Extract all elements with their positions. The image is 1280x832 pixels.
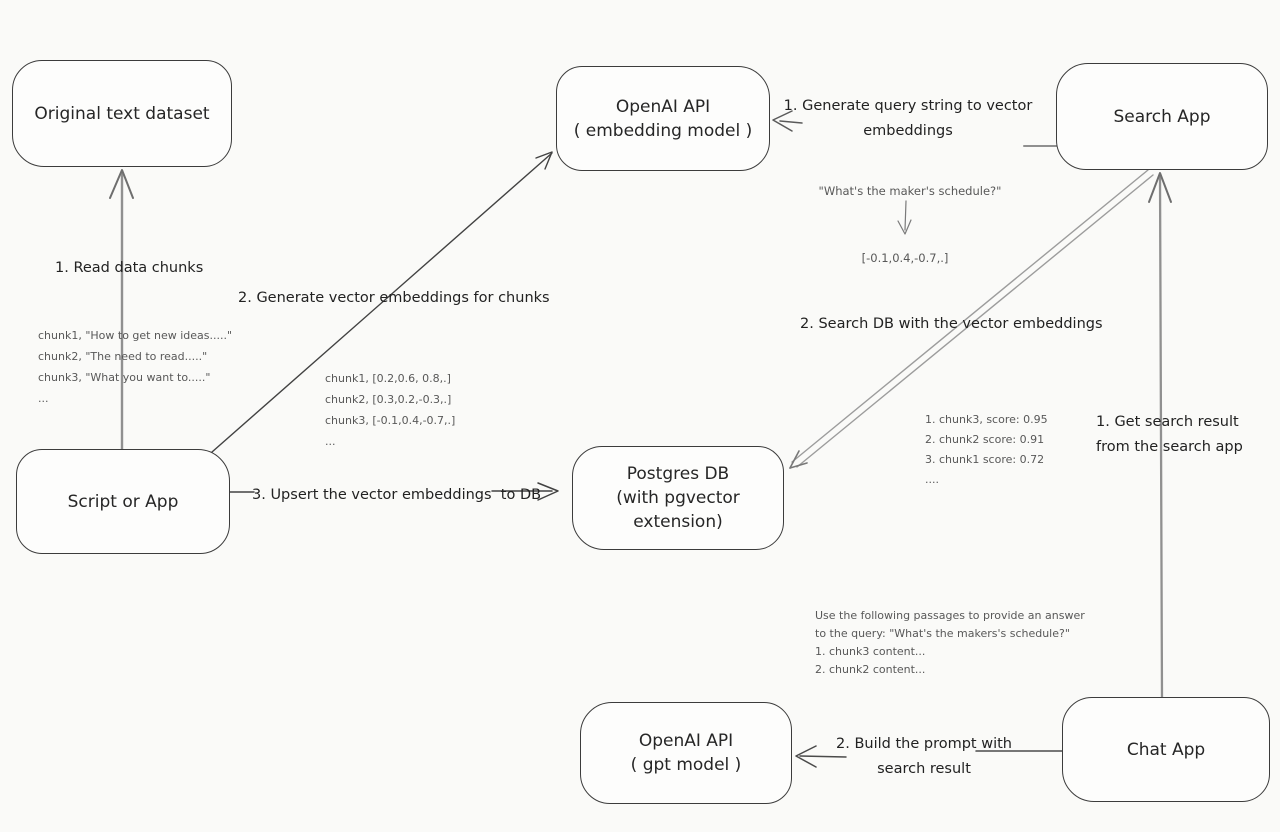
node-search-app: Search App bbox=[1056, 63, 1268, 170]
label-upsert-db: 3. Upsert the vector embeddings to DB bbox=[252, 487, 542, 503]
label-line: 1. Generate query string to vector bbox=[783, 98, 1033, 114]
label-line: search result bbox=[877, 761, 971, 777]
arrow-build-prompt bbox=[795, 745, 1064, 768]
label-line: 2. Build the prompt with bbox=[836, 736, 1012, 752]
label-line: 1. Get search result bbox=[1096, 414, 1239, 430]
node-label: Original text dataset bbox=[34, 103, 210, 124]
node-postgres-db: Postgres DB (with pgvector extension) bbox=[572, 446, 784, 550]
node-label: Postgres DB bbox=[626, 464, 730, 484]
arrow-generate-embeddings bbox=[211, 151, 553, 453]
node-sublabel: (with pgvector extension) bbox=[616, 488, 740, 532]
node-openai-gpt: OpenAI API ( gpt model ) bbox=[580, 702, 792, 804]
label-search-db: 2. Search DB with the vector embeddings bbox=[800, 316, 1103, 332]
arrow-upsert-db bbox=[228, 482, 559, 501]
label-read-data-chunks: 1. Read data chunks bbox=[55, 260, 204, 276]
node-original-text-dataset: Original text dataset bbox=[12, 60, 232, 167]
arrow-get-search-result bbox=[1148, 172, 1172, 701]
node-label: OpenAI API bbox=[638, 731, 734, 751]
note-chunk-embeddings: chunk1, [0.2,0.6, 0.8,.] chunk2, [0.3,0.… bbox=[325, 372, 456, 448]
node-openai-embedding: OpenAI API ( embedding model ) bbox=[556, 66, 770, 171]
arrow-query-to-embeddings bbox=[772, 110, 1058, 147]
note-prompt-text: Use the following passages to provide an… bbox=[815, 609, 1085, 676]
node-label: OpenAI API bbox=[615, 96, 711, 117]
node-label: Search App bbox=[1113, 106, 1211, 127]
label-query-to-embeddings: 1. Generate query string to vector embed… bbox=[784, 94, 1033, 144]
label-build-prompt: 2. Build the prompt with search result bbox=[836, 732, 1012, 782]
node-sublabel: ( gpt model ) bbox=[630, 755, 742, 775]
node-script-or-app: Script or App bbox=[16, 449, 230, 554]
label-get-search-result: 1. Get search result from the search app bbox=[1096, 410, 1243, 460]
arrow-query-to-vector bbox=[897, 200, 912, 235]
label-line: embeddings bbox=[863, 123, 953, 139]
node-sublabel: ( embedding model ) bbox=[573, 120, 753, 141]
node-chat-app: Chat App bbox=[1062, 697, 1270, 802]
label-line: from the search app bbox=[1096, 439, 1243, 455]
note-chunk-texts: chunk1, "How to get new ideas....." chun… bbox=[38, 329, 233, 405]
note-query-string: "What's the maker's schedule?" bbox=[818, 184, 1002, 198]
label-generate-embeddings: 2. Generate vector embeddings for chunks bbox=[238, 290, 550, 306]
note-search-scores: 1. chunk3, score: 0.95 2. chunk2 score: … bbox=[925, 413, 1048, 486]
node-label: Script or App bbox=[67, 491, 179, 512]
node-label: Chat App bbox=[1126, 739, 1206, 760]
arrow-read-data-chunks bbox=[109, 169, 134, 454]
note-query-vector: [-0.1,0.4,-0.7,.] bbox=[861, 251, 949, 265]
arrow-search-db bbox=[789, 169, 1154, 469]
